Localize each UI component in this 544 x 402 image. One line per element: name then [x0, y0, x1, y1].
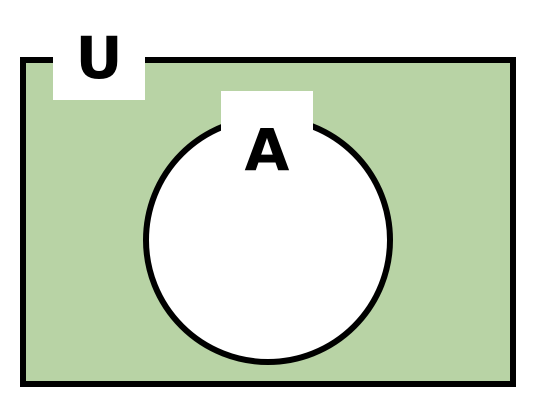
set-a-label: A — [245, 116, 290, 184]
universe-label: U — [75, 24, 122, 92]
universe-label-box — [53, 18, 145, 100]
set-a-label-box — [221, 91, 313, 179]
